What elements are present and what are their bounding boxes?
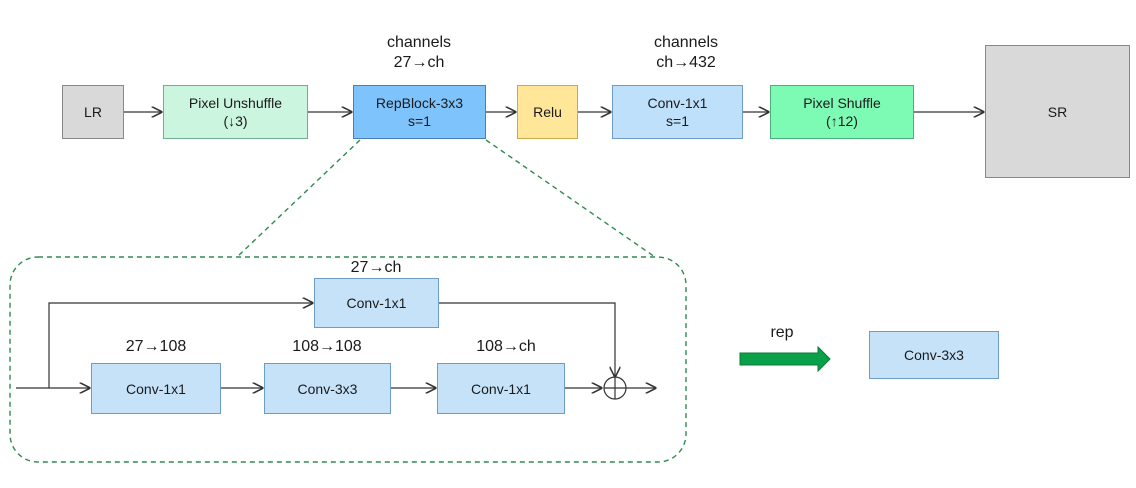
top-branch-line (48, 303, 313, 388)
chain-conv1x1-a-box: Conv-1x1 (91, 363, 221, 414)
conv-channels-title: channels (653, 34, 719, 51)
chain-b-label: Conv-3x3 (297, 380, 358, 397)
pixel-shuffle-label: Pixel Shuffle (803, 95, 881, 111)
conv-channels-value: ch→432 (656, 54, 716, 71)
sr-output-box: SR (985, 45, 1130, 178)
pixel-unshuffle-factor: (↓3) (223, 113, 248, 129)
top-branch-to-sum (439, 302, 615, 377)
relu-box: Relu (517, 85, 578, 139)
chain-c-label: Conv-1x1 (471, 380, 531, 397)
chain-c-channel-label: 108→ch (476, 338, 536, 355)
pixel-unshuffle-label: Pixel Unshuffle (188, 95, 283, 111)
repblock-channels-label: channels 27→ch (379, 33, 459, 73)
conv1x1-box: Conv-1x1 s=1 (612, 85, 743, 139)
pixel-unshuffle-box: Pixel Unshuffle (↓3) (163, 85, 308, 139)
repblock-box: RepBlock-3x3 s=1 (353, 85, 486, 139)
conv1x1-label: Conv-1x1 (647, 95, 708, 111)
chain-a-label: Conv-1x1 (126, 380, 186, 397)
rep-conv3x3-box: Conv-3x3 (869, 331, 999, 379)
chain-conv3x3-box: Conv-3x3 (264, 363, 391, 414)
pixel-shuffle-factor: (↑12) (826, 113, 858, 129)
repblock-channels-title: channels (386, 34, 452, 51)
rep-label: rep (770, 324, 794, 341)
top-branch-conv-label: Conv-1x1 (346, 295, 407, 311)
sr-label: SR (1047, 103, 1068, 120)
conv1x1-stride: s=1 (666, 113, 689, 129)
rep-result-label: Conv-3x3 (904, 347, 964, 363)
chain-a-channel-label: 27→108 (125, 338, 187, 355)
relu-label: Relu (533, 104, 562, 120)
pixel-shuffle-box: Pixel Shuffle (↑12) (770, 85, 914, 139)
zoom-line-right (485, 139, 656, 258)
chain-conv1x1-c-box: Conv-1x1 (437, 363, 565, 414)
sum-node-icon (603, 376, 627, 400)
top-branch-channel-label: 27→ch (350, 259, 402, 276)
lr-label: LR (84, 104, 102, 120)
repblock-stride: s=1 (408, 113, 431, 129)
conv-channels-label: channels ch→432 (636, 33, 736, 73)
zoom-line-left (236, 139, 361, 258)
repblock-channels-value: 27→ch (393, 54, 445, 71)
repblock-detail-outline (9, 256, 687, 463)
rep-arrow-icon (739, 345, 831, 373)
lr-input-box: LR (62, 85, 124, 139)
repblock-label: RepBlock-3x3 (375, 95, 464, 111)
top-branch-conv1x1-box: Conv-1x1 (314, 278, 439, 328)
chain-b-channel-label: 108→108 (292, 338, 362, 355)
